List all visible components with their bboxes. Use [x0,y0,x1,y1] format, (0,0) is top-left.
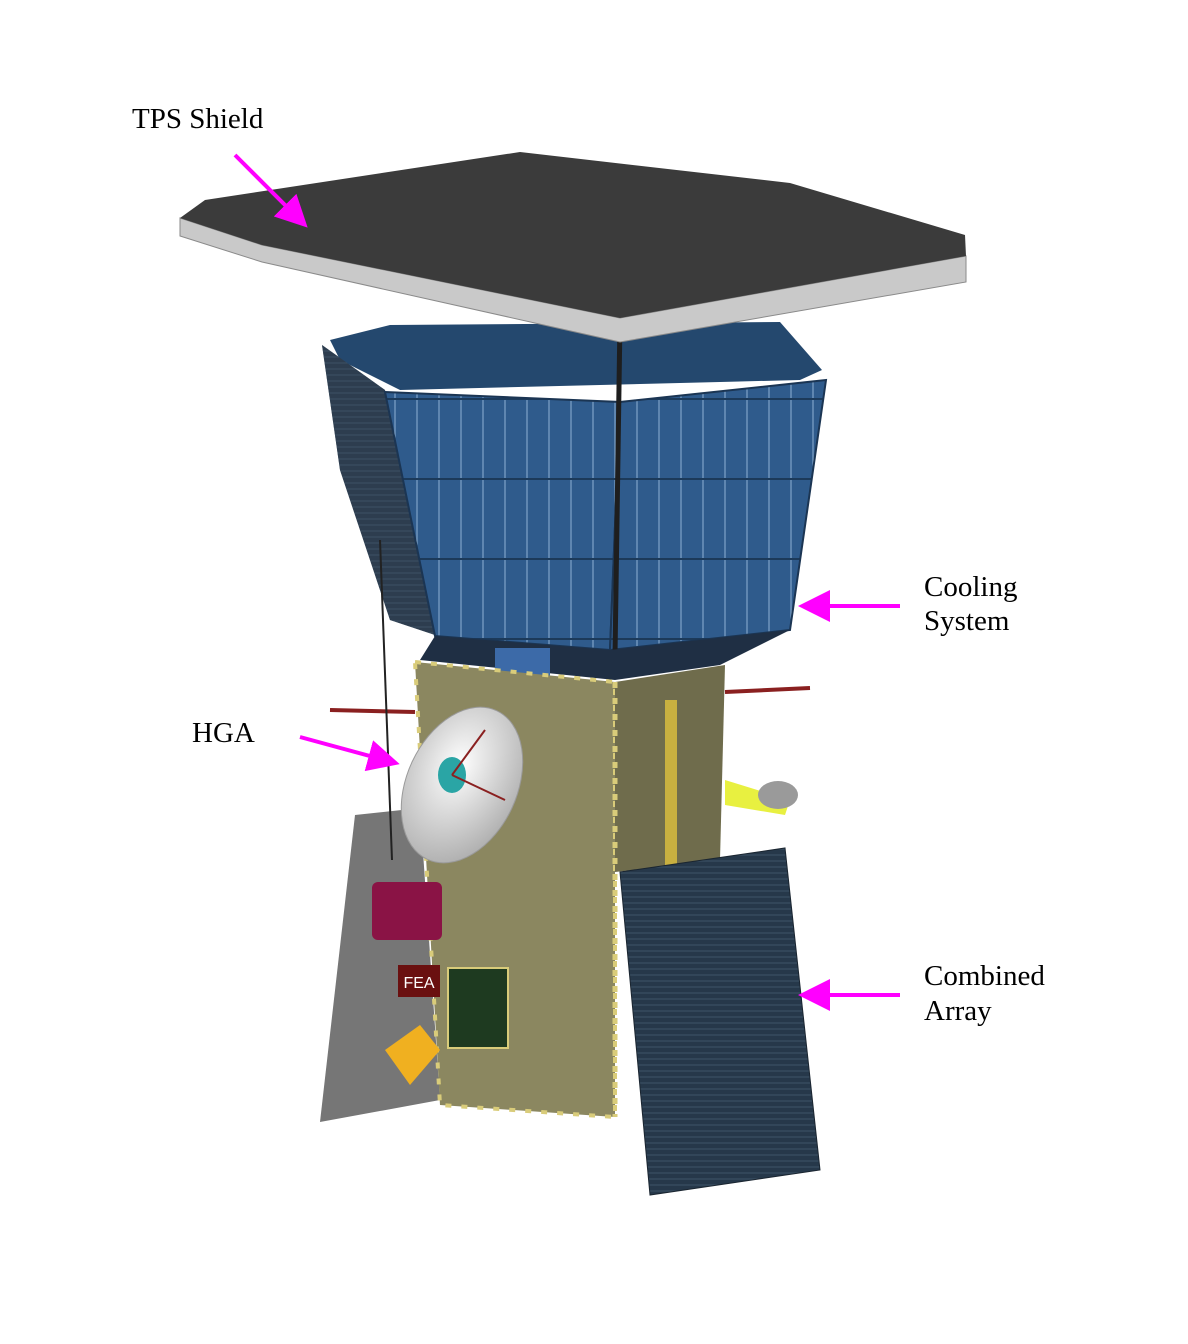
fea-box: FEA [398,965,440,997]
tps-shield-label: TPS Shield [132,103,264,135]
hga-dish [400,706,524,864]
combined-array [619,847,821,1196]
combined-array-label-line1: Combined [924,960,1045,992]
cooling-system-label-line1: Cooling [924,571,1018,603]
fea-label: FEA [403,975,434,992]
instrument-panel [447,967,509,1049]
hga-arrow [299,735,400,772]
red-instrument-box [372,882,442,940]
combined-array-label-line2: Array [924,995,992,1027]
hga-label: HGA [192,717,255,749]
cooling-system-label-line2: System [924,605,1010,637]
solar-array-back [322,322,822,635]
yellow-sensor [385,1025,440,1085]
tps-arrow [233,153,308,228]
tps-shield [179,152,967,343]
